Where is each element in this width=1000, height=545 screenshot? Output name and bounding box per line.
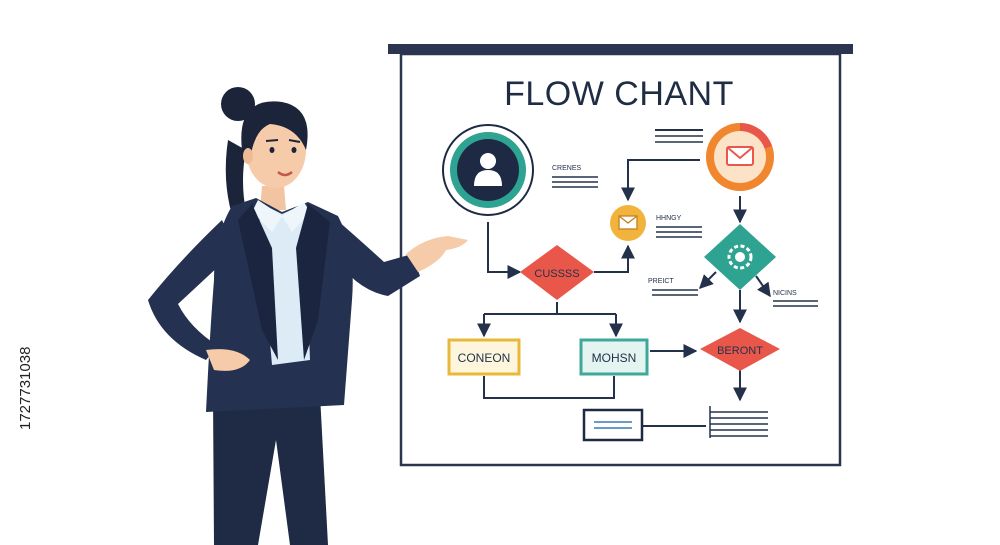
decision-beront-label: BERONT [717, 345, 763, 357]
user-node [443, 125, 533, 215]
eye-right [292, 147, 297, 153]
annotation-crenes-label: CRENES [552, 165, 582, 172]
eye-left [270, 147, 275, 153]
bottom-left-box [584, 410, 642, 440]
ear [243, 148, 253, 164]
stock-id: 1727731038 [17, 347, 34, 430]
box-mohsn: MOHSN [581, 340, 647, 374]
box-mohsn-label: MOHSN [592, 351, 637, 365]
board-sheet [401, 54, 840, 465]
board-title: FLOW CHANT [504, 75, 734, 113]
board-top-rail [388, 44, 853, 54]
presentation-board: FLOW CHANT [388, 44, 853, 465]
annotation-preict-label: PREICT [648, 278, 674, 285]
hair-bun [221, 87, 255, 121]
decision-cussss-label: CUSSSS [534, 268, 579, 280]
box-coneon: CONEON [449, 340, 519, 374]
envelope-node [610, 205, 646, 241]
envelope-icon [619, 216, 637, 229]
orange-mail-node [706, 123, 774, 191]
annotation-nicins-label: NICINS [773, 290, 797, 297]
pants [213, 395, 328, 545]
box-coneon-label: CONEON [458, 351, 511, 365]
mail-icon [727, 147, 753, 165]
annotation-hhngy-label: HHNGY [656, 215, 682, 222]
